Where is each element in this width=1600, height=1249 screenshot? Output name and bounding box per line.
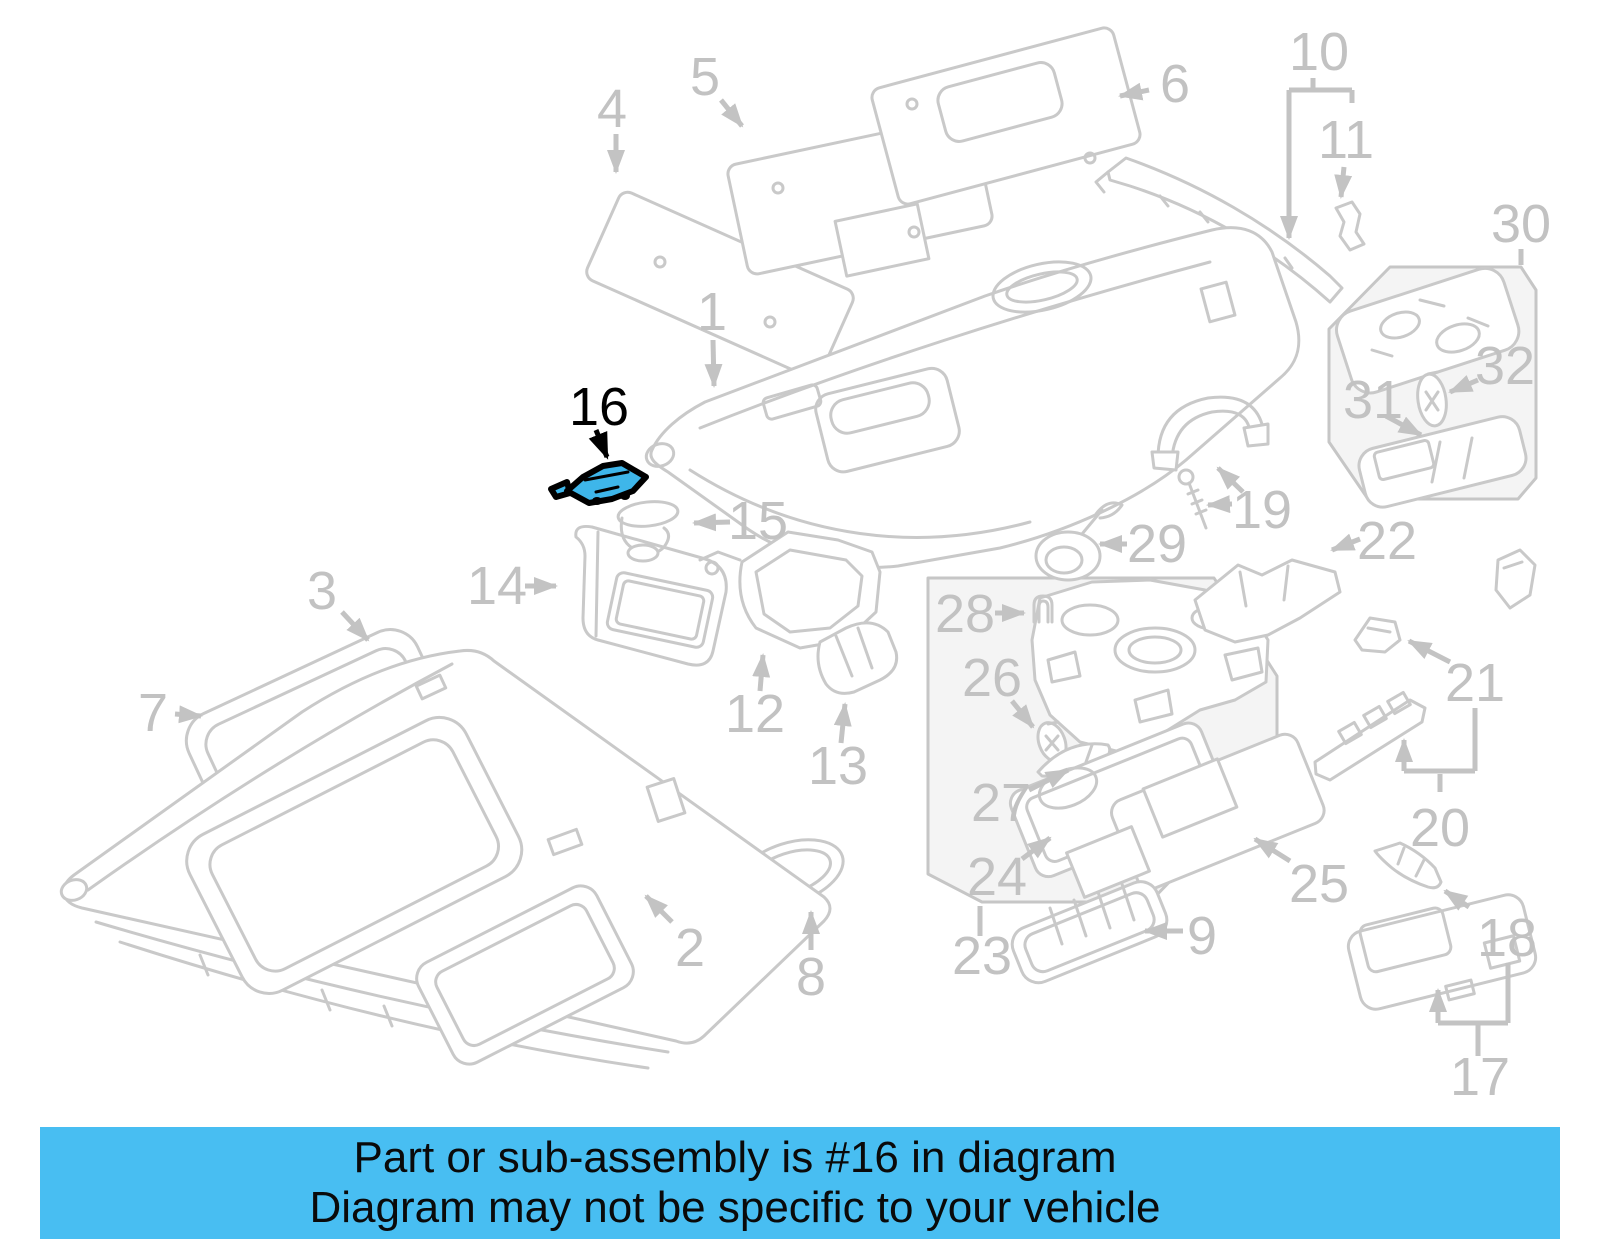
leader-15 [692,513,731,532]
leader-18-bracket [1438,963,1511,1026]
leader-5 [719,98,744,128]
dome-lens-31 [1357,415,1528,509]
sunglass-bin-9 [1010,880,1169,985]
callout-1: 1 [696,282,728,342]
callout-15: 15 [727,491,789,551]
dome-bulb-32 [1416,370,1448,428]
leader-32 [1448,375,1479,395]
leader-10-bracket [1289,78,1355,103]
leader-21-bracket [1404,708,1478,774]
callout-3: 3 [306,561,338,621]
callout-7: 7 [137,683,169,743]
leader-lines [174,78,1524,1056]
leader-12 [752,653,771,692]
leader-11 [1334,166,1353,199]
wire-rail-21 [1313,690,1427,782]
clip-21 [1353,616,1402,654]
mirror-motor-13 [816,621,899,695]
callout-2: 2 [674,918,706,978]
leader-21a [1407,638,1452,665]
dome-bezel-30 [1335,266,1521,395]
callout-14: 14 [466,556,528,616]
callout-22: 22 [1356,511,1418,571]
leader-6 [1118,82,1150,101]
callout-13: 13 [807,736,869,796]
leader-7 [174,705,203,724]
leader-16 [588,429,610,460]
insulation-pad-4 [585,190,855,380]
header-molding [1094,156,1344,304]
callout-5: 5 [689,47,721,107]
callout-4: 4 [596,79,628,139]
leader-20 [1443,888,1471,911]
leader-25 [1253,836,1292,864]
leader-31 [1384,413,1423,438]
callout-20: 20 [1409,798,1471,858]
callout-26: 26 [961,648,1023,708]
callout-10: 10 [1288,22,1350,82]
callout-24: 24 [966,847,1028,907]
callout-29: 29 [1126,514,1188,574]
handle-screw-19 [1177,468,1208,530]
leader-3 [340,610,370,642]
console-lens-25 [1065,732,1326,899]
callout-31: 31 [1342,370,1404,430]
callout-28: 28 [934,584,996,644]
sun-visor [574,525,742,667]
bracket-22 [1193,558,1342,644]
map-lamp-17-18 [1346,893,1538,1011]
callout-27: 27 [970,773,1032,833]
insulation-pad-6 [870,26,1142,206]
mirror-trim-12 [738,530,882,650]
callout-12: 12 [724,684,786,744]
headliner-rear [59,649,832,1070]
leader-1 [704,339,723,388]
leader-13 [833,702,852,744]
leader-19b [1206,495,1233,514]
callout-21: 21 [1444,653,1506,713]
callout-16-highlighted: 16 [568,377,630,437]
leader-24 [1020,836,1052,861]
highlight-part-body [564,460,649,506]
console-clip-28 [1032,594,1054,624]
grab-handle-19 [1150,395,1270,472]
bracket-right-edge [1494,548,1537,610]
callout-19: 19 [1231,480,1293,540]
callout-6: 6 [1159,54,1191,114]
callout-23: 23 [951,926,1013,986]
info-banner: Part or sub-assembly is #16 in diagram D… [40,1127,1560,1239]
callout-30: 30 [1490,194,1552,254]
molding-clip-11 [1334,200,1366,252]
leader-2 [644,894,674,924]
banner-line-1: Part or sub-assembly is #16 in diagram [353,1133,1117,1182]
visor-clip-15 [616,500,680,563]
callout-18: 18 [1476,908,1538,968]
callout-17: 17 [1449,1047,1511,1107]
callout-11: 11 [1317,110,1375,170]
coat-hook-29 [1034,501,1124,582]
banner-line-2: Diagram may not be specific to your vehi… [309,1183,1161,1232]
leader-19a [1216,466,1245,494]
callout-32: 32 [1474,336,1536,396]
leader-27 [1027,767,1070,793]
highlighted-part-16 [548,429,649,506]
festoon-bulb-20 [1373,841,1443,890]
leader-22 [1330,533,1361,553]
leader-26 [1010,699,1035,729]
callout-25: 25 [1288,854,1350,914]
callout-9: 9 [1186,906,1218,966]
callout-8: 8 [795,947,827,1007]
